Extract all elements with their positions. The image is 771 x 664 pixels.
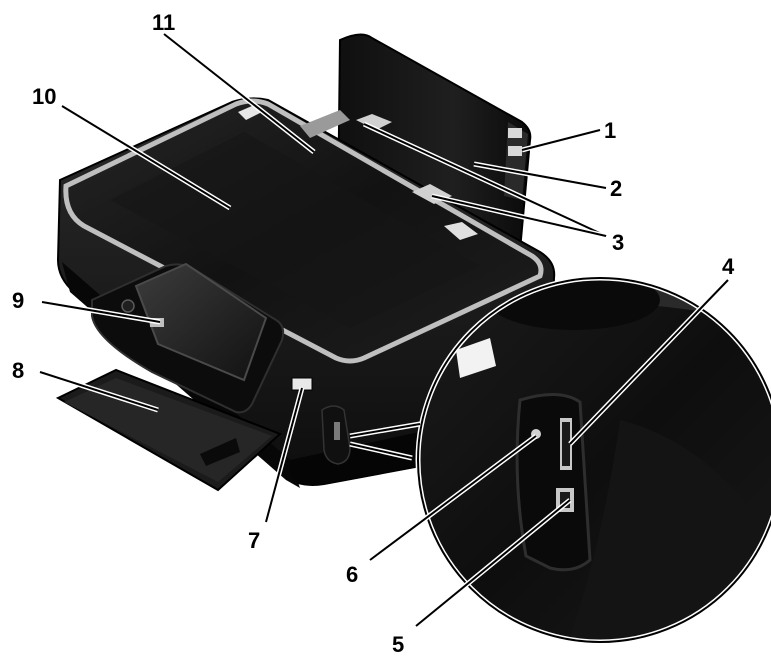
callout-7: 7: [248, 528, 260, 553]
callout-10: 10: [32, 84, 56, 109]
leader-2: [473, 163, 607, 189]
leader-7: [265, 387, 303, 523]
paper-exit-tray: [55, 368, 282, 492]
leader-9: [41, 301, 161, 323]
callout-6: 6: [346, 562, 358, 587]
leader-11: [163, 33, 315, 153]
leader-10: [61, 105, 231, 209]
control-panel: [91, 262, 285, 414]
callout-11: 11: [152, 10, 175, 35]
leader-5: [415, 499, 571, 627]
callout-labels: 1 2 3 4 5 6 7 8 9 10 11: [12, 10, 735, 657]
leader-4: [569, 279, 729, 445]
front-slots: [291, 377, 351, 465]
callout-leaders: [39, 32, 730, 628]
leader-1: [521, 129, 601, 151]
callout-1: 1: [604, 118, 616, 143]
callout-9: 9: [12, 288, 24, 313]
leader-3a: [363, 123, 607, 237]
scanner-lid: [63, 98, 544, 364]
callout-4: 4: [722, 254, 735, 279]
callout-5: 5: [392, 632, 404, 657]
leader-8: [39, 371, 159, 411]
leader-6: [369, 435, 537, 561]
leader-3b: [431, 195, 607, 237]
callout-3: 3: [612, 230, 624, 255]
callout-8: 8: [12, 358, 24, 383]
callout-2: 2: [610, 176, 622, 201]
